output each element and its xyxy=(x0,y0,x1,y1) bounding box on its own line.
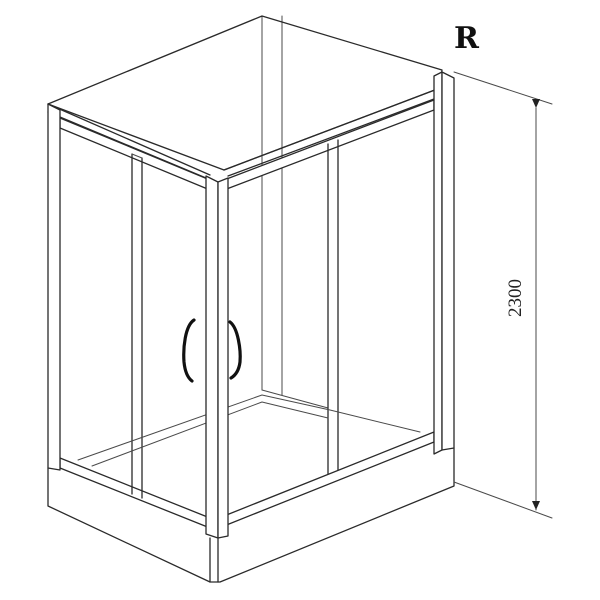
corner-posts xyxy=(47,71,455,539)
right-handle-icon xyxy=(228,320,242,380)
base-plinth xyxy=(47,447,455,583)
front-glass-frame xyxy=(59,117,211,529)
side-glass-frame xyxy=(223,99,435,527)
roof-panel xyxy=(47,15,443,179)
height-dimension-label: 2300 xyxy=(505,279,526,317)
side-label: R xyxy=(454,21,480,56)
shower-tray xyxy=(77,394,421,467)
left-handle-icon xyxy=(182,318,196,383)
door-handles xyxy=(182,318,242,383)
height-dimension: 2300 xyxy=(453,71,553,519)
